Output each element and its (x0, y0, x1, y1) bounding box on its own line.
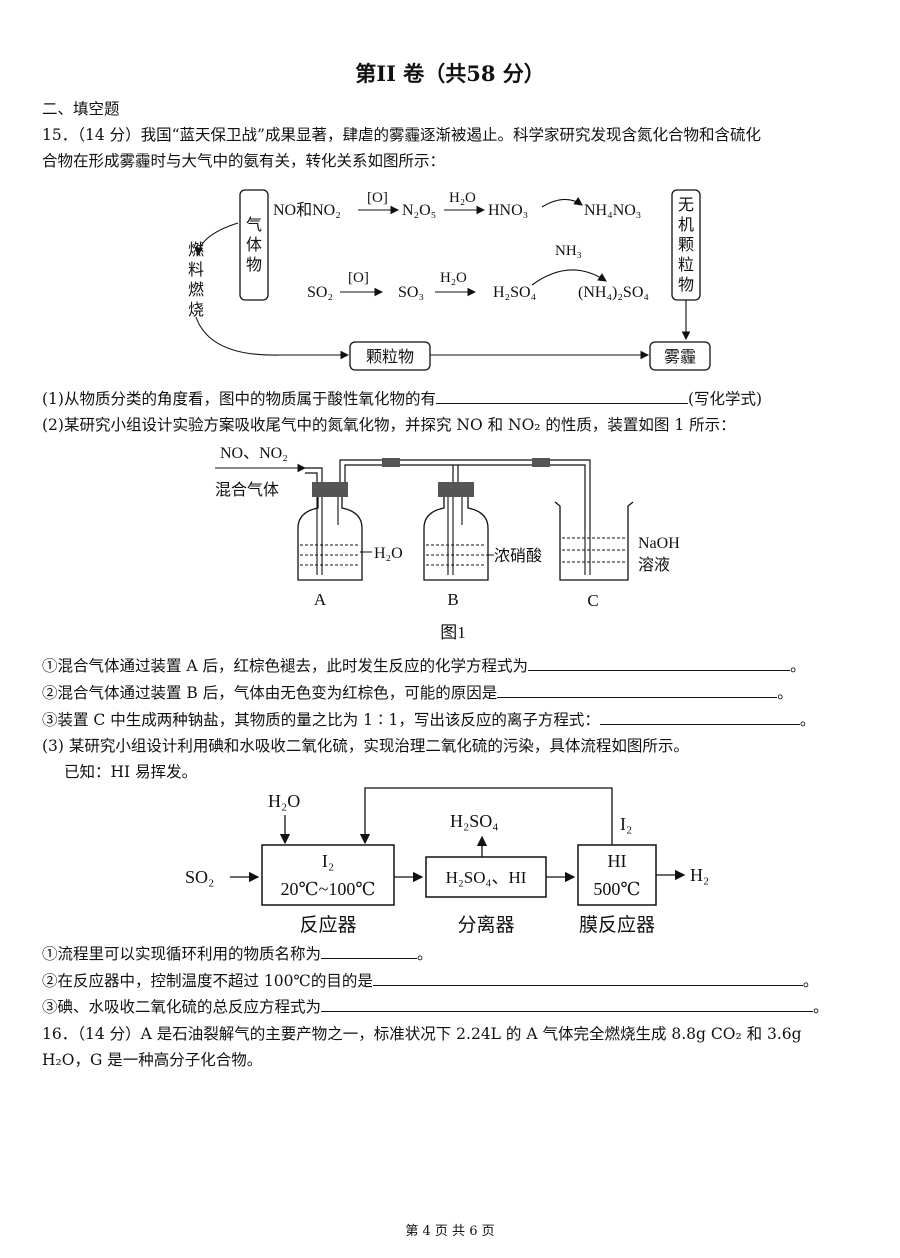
conversion-diagram: 气体物 燃料燃烧 颗粒物 雾霾 无机颗粒物 NO和NO₂ [O] N₂O₅ H₂… (188, 189, 711, 371)
separator-content-label: H₂SO₄、HI (446, 868, 527, 887)
period: 。 (813, 998, 829, 1016)
q15-stem-line1: 15．（14 分）我国“蓝天保卫战”成果显著，肆虐的雾霾逐渐被遏止。科学家研究发… (42, 126, 761, 144)
fuel-label: 燃料燃烧 (188, 241, 204, 319)
q15-part3: (3) 某研究小组设计利用碘和水吸收二氧化硫，实现治理二氧化硫的污染，具体流程如… (42, 737, 689, 755)
q15-sub3-3-text: ③碘、水吸收二氧化硫的总反应方程式为 (42, 998, 322, 1016)
solution-label: 溶液 (638, 556, 670, 574)
gas-box-label: 气体物 (246, 216, 262, 274)
particle-box-label: 颗粒物 (366, 348, 414, 366)
no-no2-label: NO和NO₂ (273, 201, 341, 219)
flow-diagram: H₂O I₂ H₂SO₄ SO₂ I₂ 20℃~100℃ H₂SO₄、HI HI… (185, 787, 709, 936)
figure-caption: 图1 (440, 623, 466, 642)
inorganic-box-label: 无机颗粒物 (678, 197, 694, 294)
flow-h2-label: H₂ (690, 865, 709, 885)
q15-part1-text: (1)从物质分类的角度看，图中的物质属于酸性氧化物的有 (42, 390, 436, 408)
membrane-temp-label: 500℃ (593, 879, 640, 899)
so3-label: SO₃ (398, 284, 424, 301)
period: 。 (802, 972, 819, 990)
answer-blank[interactable] (599, 710, 800, 725)
flow-i2-top-label: I₂ (620, 814, 632, 834)
o-label-1: [O] (367, 190, 388, 206)
water-label: H₂O (374, 545, 403, 562)
nh42so4-label: (NH₄)₂SO₄ (578, 284, 649, 301)
hno3-label: HNO₃ (488, 202, 528, 219)
page-footer: 第 4 页 共 6 页 (405, 1224, 495, 1239)
gas-mixture-label: NO、NO₂ (220, 445, 288, 462)
n2o5-label: N₂O₅ (402, 202, 436, 219)
q15-sub3-2-text: ②在反应器中，控制温度不超过 100℃的目的是 (42, 972, 373, 990)
q15-sub3-2: ②在反应器中，控制温度不超过 100℃的目的是 。 (42, 971, 818, 991)
gas-mixture-label-2: 混合气体 (215, 481, 279, 499)
nitric-acid-label: 浓硝酸 (494, 547, 542, 565)
h2so4-label: H₂SO₄ (493, 284, 537, 301)
nh4no3-label: NH₄NO₃ (584, 202, 641, 219)
apparatus-figure: NO、NO₂ 混合气体 H₂O A 浓硝酸 B NaOH 溶液 C 图1 (215, 445, 680, 642)
haze-box-label: 雾霾 (664, 348, 696, 366)
q15-sub3-1-text: ①流程里可以实现循环利用的物质名称为 (42, 945, 322, 963)
membrane-caption: 膜反应器 (579, 914, 655, 936)
answer-blank[interactable] (497, 683, 778, 698)
q15-sub3-text: ③装置 C 中生成两种钠盐，其物质的量之比为 1∶1，写出该反应的离子方程式： (42, 711, 600, 729)
q16-stem-line2: H₂O，G 是一种高分子化合物。 (42, 1051, 263, 1069)
period: 。 (790, 657, 806, 675)
q15-sub3: ③装置 C 中生成两种钠盐，其物质的量之比为 1∶1，写出该反应的离子方程式： 。 (42, 710, 815, 730)
h2o-label-2: H₂O (440, 270, 467, 286)
separator-caption: 分离器 (457, 914, 514, 936)
q15-part1: (1)从物质分类的角度看，图中的物质属于酸性氧化物的有 (写化学式) (42, 389, 762, 409)
membrane-hi-label: HI (608, 851, 627, 871)
naoh-label: NaOH (638, 535, 680, 552)
q16-stem-line1: 16．（14 分）A 是石油裂解气的主要产物之一，标准状况下 2.24L 的 A… (42, 1025, 802, 1043)
flow-so2-label: SO₂ (185, 867, 214, 887)
q15-sub1-text: ①混合气体通过装置 A 后，红棕色褪去，此时发生反应的化学方程式为 (42, 657, 529, 675)
q15-sub2: ②混合气体通过装置 B 后，气体由无色变为红棕色，可能的原因是 。 (42, 683, 793, 703)
h2o-label-1: H₂O (449, 190, 476, 206)
period: 。 (799, 711, 816, 729)
known-note: 已知：HI 易挥发。 (64, 763, 198, 781)
q15-part2: (2)某研究小组设计实验方案吸收尾气中的氮氧化物，并探究 NO 和 NO₂ 的性… (42, 416, 736, 434)
label-c: C (587, 591, 598, 610)
q15-sub1: ①混合气体通过装置 A 后，红棕色褪去，此时发生反应的化学方程式为 。 (42, 656, 806, 676)
q15-stem-line2: 合物在形成雾霾时与大气中的氨有关，转化关系如图所示： (42, 152, 446, 170)
o-label-2: [O] (348, 270, 369, 286)
answer-blank[interactable] (528, 656, 791, 671)
reactor-caption: 反应器 (299, 914, 356, 936)
q15-sub3-3: ③碘、水吸收二氧化硫的总反应方程式为 。 (42, 997, 829, 1017)
reactor-i2-label: I₂ (322, 851, 334, 871)
label-a: A (314, 590, 327, 609)
answer-blank[interactable] (372, 971, 803, 986)
answer-blank[interactable] (321, 997, 814, 1012)
reactor-temp-label: 20℃~100℃ (280, 879, 375, 899)
answer-blank[interactable] (321, 944, 418, 959)
q15-sub2-text: ②混合气体通过装置 B 后，气体由无色变为红棕色，可能的原因是 (42, 684, 498, 702)
q15-part1-hint: (写化学式) (687, 390, 763, 408)
page-title: 第II 卷（共58 分） (355, 61, 545, 86)
flow-h2so4-label: H₂SO₄ (450, 811, 499, 831)
nh3-label: NH₃ (555, 243, 582, 259)
section-heading: 二、填空题 (42, 100, 120, 118)
label-b: B (447, 590, 458, 609)
period: 。 (417, 945, 433, 963)
flow-h2o-label: H₂O (268, 791, 300, 811)
period: 。 (777, 684, 793, 702)
q15-sub3-1: ①流程里可以实现循环利用的物质名称为 。 (42, 944, 433, 964)
so2-label: SO₂ (307, 284, 333, 301)
answer-blank[interactable] (435, 389, 688, 404)
